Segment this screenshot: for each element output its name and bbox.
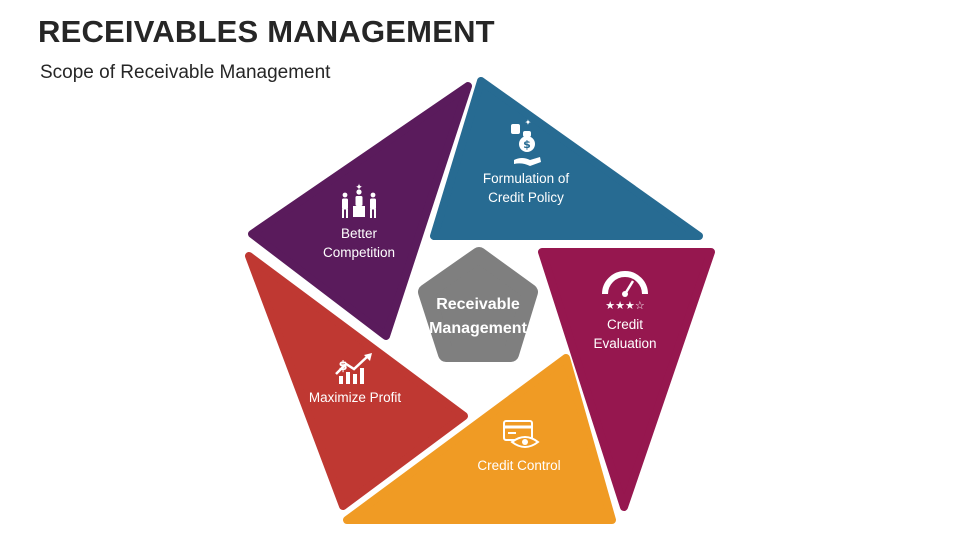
page-subtitle: Scope of Receivable Management: [40, 62, 331, 83]
segment-label-line1: Maximize Profit: [309, 390, 402, 405]
segment-formulation-shape: [430, 77, 703, 240]
svg-text:✦: ✦: [525, 118, 532, 127]
page-title: RECEIVABLES MANAGEMENT: [38, 14, 495, 49]
gauge-rating-icon: [602, 271, 648, 297]
segment-label-line1: Formulation of: [483, 171, 570, 186]
segment-better-competition: ✦ Better Competition: [248, 82, 472, 340]
svg-text:✦: ✦: [355, 183, 363, 193]
segment-credit-evaluation: ★★★☆ Credit Evaluation: [538, 248, 715, 511]
center-hub: Receivable Management: [418, 247, 538, 362]
card-eye-icon: [503, 420, 540, 448]
segment-credit-control: Credit Control: [343, 354, 616, 524]
segment-label-line1: Credit: [607, 317, 643, 332]
rating-stars-icon: ★★★☆: [605, 299, 645, 312]
segment-label-line1: Better: [341, 226, 378, 241]
segment-credit-evaluation-shape: [538, 248, 715, 511]
money-bag-hand-icon: ✦ $: [511, 118, 541, 166]
svg-text:$: $: [523, 138, 531, 151]
center-label-line1: Receivable: [436, 296, 520, 313]
center-label-line2: Management: [429, 320, 527, 337]
center-pentagon-shape: [418, 247, 538, 362]
team-podium-icon: ✦: [342, 183, 376, 218]
segment-label-line1: Credit Control: [477, 458, 560, 473]
segment-formulation: ✦ $ Formulation of Credit Policy: [430, 77, 703, 240]
growth-chart-icon: $: [335, 353, 372, 384]
segment-label-line2: Competition: [323, 245, 395, 260]
segment-credit-control-shape: [343, 354, 616, 524]
segment-maximize-profit: $ Maximize Profit: [245, 252, 468, 510]
segment-label-line2: Evaluation: [593, 336, 656, 351]
segment-label-line2: Credit Policy: [488, 190, 564, 205]
